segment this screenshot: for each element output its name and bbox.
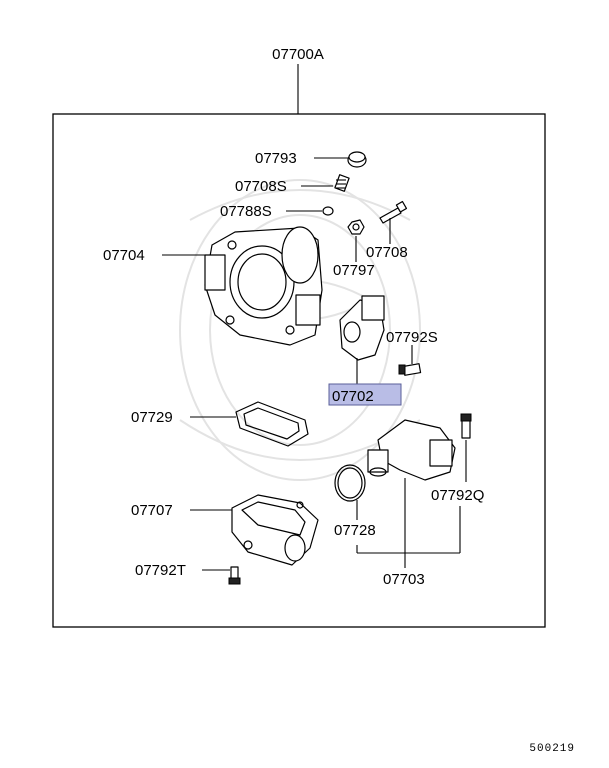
label-07708[interactable]: 07708 (366, 244, 408, 261)
label-07707[interactable]: 07707 (131, 502, 173, 519)
part-07792Q-screw[interactable] (460, 413, 472, 439)
image-code: 500219 (529, 743, 575, 755)
part-07792S-screw[interactable] (398, 363, 422, 376)
label-07792S[interactable]: 07792S (386, 329, 438, 346)
label-07708S[interactable]: 07708S (235, 178, 287, 195)
assembly-frame (52, 113, 546, 628)
label-07703[interactable]: 07703 (383, 571, 425, 588)
part-07729-gasket[interactable] (235, 401, 309, 447)
part-07793-cap[interactable] (347, 151, 367, 168)
label-07792T[interactable]: 07792T (135, 562, 186, 579)
part-07703-idle-control-valve[interactable] (367, 419, 456, 481)
part-07728-o-ring[interactable] (334, 464, 366, 502)
label-07728[interactable]: 07728 (334, 522, 376, 539)
label-07792Q[interactable]: 07792Q (431, 487, 484, 504)
part-07707-housing[interactable] (231, 494, 319, 566)
highlight-07702 (328, 383, 402, 406)
part-07708S-screw[interactable] (334, 174, 350, 192)
part-07708-bolt[interactable] (379, 200, 408, 224)
label-07704[interactable]: 07704 (103, 247, 145, 264)
assembly-label[interactable]: 07700A (272, 46, 324, 63)
label-07797[interactable]: 07797 (333, 262, 375, 279)
part-07797-nut[interactable] (347, 219, 365, 235)
label-07702[interactable]: 07702 (332, 388, 374, 405)
label-07788S[interactable]: 07788S (220, 203, 272, 220)
label-07793[interactable]: 07793 (255, 150, 297, 167)
part-07702-throttle-position-sensor[interactable] (339, 295, 385, 361)
part-07704-throttle-body[interactable] (204, 226, 323, 346)
part-07788S-washer[interactable] (322, 206, 334, 216)
label-07729[interactable]: 07729 (131, 409, 173, 426)
part-07792T-screw[interactable] (228, 566, 241, 585)
